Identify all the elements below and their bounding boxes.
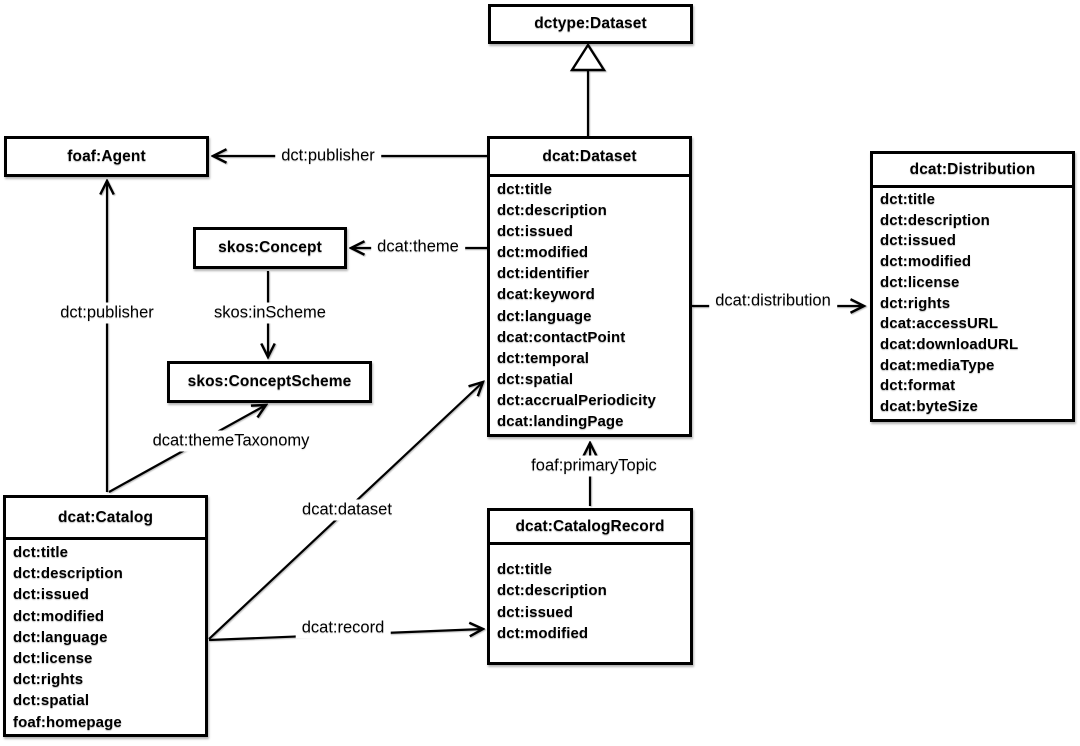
property-item: dct:format: [880, 377, 956, 395]
property-item: dcat:keyword: [497, 286, 595, 304]
property-item: dcat:landingPage: [497, 413, 624, 431]
class-box-skos-concept: skos:Concept: [193, 227, 347, 269]
property-list: dct:title dct:description dct:issued dct:mo…: [6, 540, 205, 733]
property-item: dct:title: [497, 181, 553, 198]
class-title: foaf:Agent: [67, 147, 146, 165]
property-item: dct:spatial: [497, 370, 574, 388]
property-list: dct:title dct:description dct:issued dct:mo…: [490, 177, 689, 432]
property-item: dct:title: [497, 561, 553, 578]
property-item: dct:issued: [13, 586, 90, 604]
property-item: dct:issued: [497, 603, 574, 621]
property-item: dct:title: [880, 191, 936, 208]
property-item: dct:title: [13, 544, 69, 561]
property-item: dcat:mediaType: [880, 356, 995, 374]
property-list: dct:title dct:description dct:issued dct:mo…: [873, 188, 1072, 418]
property-item: dct:issued: [880, 232, 957, 250]
property-item: dct:language: [497, 307, 592, 325]
property-item: dct:temporal: [497, 349, 590, 367]
class-box-foaf-agent: foaf:Agent: [4, 136, 209, 177]
property-item: dct:identifier: [497, 265, 590, 283]
class-title: skos:ConceptScheme: [187, 373, 352, 390]
relation-label-skos-inscheme: skos:inScheme: [208, 302, 332, 324]
property-item: dct:description: [497, 582, 607, 600]
property-item: dct:modified: [497, 244, 589, 262]
property-item: dct:modified: [880, 253, 972, 271]
property-item: dct:description: [13, 565, 123, 583]
property-item: dcat:downloadURL: [880, 335, 1019, 353]
property-item: dct:license: [13, 650, 93, 668]
property-item: dct:issued: [497, 223, 574, 241]
relation-label-dcat-record: dcat:record: [295, 617, 391, 639]
property-list: dct:title dct:description dct:issued dct:mo…: [490, 545, 690, 644]
property-item: dct:description: [497, 202, 607, 220]
generalization-triangle-icon: [569, 42, 607, 72]
property-item: dct:modified: [13, 607, 105, 625]
class-box-skos-conceptscheme: skos:ConceptScheme: [167, 361, 372, 403]
property-item: dct:language: [13, 628, 108, 646]
relation-label-dcat-themetaxonomy: dcat:themeTaxonomy: [146, 430, 316, 452]
property-item: dct:spatial: [13, 692, 90, 710]
property-item: dct:rights: [13, 671, 84, 689]
property-item: dct:accrualPeriodicity: [497, 391, 656, 409]
property-item: dcat:accessURL: [880, 315, 999, 333]
property-item: dcat:contactPoint: [497, 328, 626, 346]
relation-label-dcat-theme: dcat:theme: [371, 236, 465, 258]
relation-label-dct-publisher-catalog: dct:publisher: [54, 302, 160, 324]
relation-line-generalization: [569, 42, 607, 136]
class-title: dcat:Catalog: [6, 498, 205, 540]
relation-label-dct-publisher-dataset: dct:publisher: [275, 145, 381, 167]
property-item: foaf:homepage: [13, 713, 122, 731]
property-item: dct:description: [880, 211, 990, 229]
class-title: dctype:Dataset: [534, 15, 647, 32]
property-item: dct:license: [880, 273, 960, 291]
property-item: dcat:byteSize: [880, 398, 978, 416]
class-title: skos:Concept: [218, 239, 322, 256]
relation-label-dcat-distribution: dcat:distribution: [709, 290, 837, 312]
property-item: dct:rights: [880, 294, 951, 312]
class-title: dcat:Distribution: [873, 154, 1072, 188]
class-box-dcat-distribution: dcat:Distribution dct:title dct:descripti…: [870, 151, 1075, 422]
class-box-dctype-dataset: dctype:Dataset: [488, 4, 693, 44]
relation-label-dcat-dataset: dcat:dataset: [296, 499, 398, 521]
class-box-dcat-catalogrecord: dcat:CatalogRecord dct:title dct:descript…: [487, 508, 693, 665]
class-title: dcat:CatalogRecord: [490, 511, 690, 545]
relation-label-foaf-primarytopic: foaf:primaryTopic: [525, 455, 663, 477]
property-item: dct:modified: [497, 624, 589, 642]
class-title: dcat:Dataset: [490, 139, 689, 177]
